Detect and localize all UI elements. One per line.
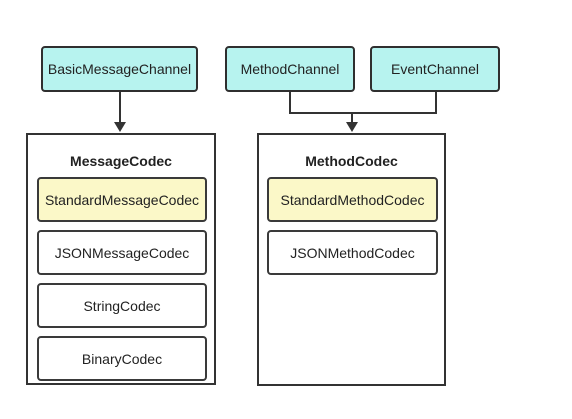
basic-message-channel-label: BasicMessageChannel (47, 61, 192, 77)
codec-item-standard-method: StandardMethodCodec (267, 177, 438, 222)
codec-item-label: StandardMethodCodec (280, 191, 425, 208)
codec-item-string: StringCodec (37, 283, 207, 328)
codec-item-label: StandardMessageCodec (44, 191, 200, 208)
arrowhead-methodcodec (346, 122, 358, 132)
connector-method-event (289, 92, 437, 114)
method-codec-container: MethodCodec StandardMethodCodec JSONMeth… (257, 133, 446, 386)
codec-item-json-method: JSONMethodCodec (267, 230, 438, 275)
method-codec-title: MethodCodec (305, 153, 398, 169)
method-channel-label: MethodChannel (240, 61, 340, 77)
codec-item-json-message: JSONMessageCodec (37, 230, 207, 275)
codec-item-label: JSONMethodCodec (290, 244, 415, 261)
message-codec-container: MessageCodec StandardMessageCodec JSONMe… (26, 133, 216, 385)
arrowhead-messagecodec (114, 122, 126, 132)
codec-item-label: StringCodec (83, 297, 161, 314)
codec-item-binary: BinaryCodec (37, 336, 207, 381)
message-codec-title: MessageCodec (70, 153, 172, 169)
codec-item-standard-message: StandardMessageCodec (37, 177, 207, 222)
event-channel-box: EventChannel (370, 46, 500, 92)
event-channel-label: EventChannel (391, 61, 479, 77)
codec-item-label: BinaryCodec (81, 350, 163, 367)
basic-message-channel-box: BasicMessageChannel (41, 46, 198, 92)
codec-item-label: JSONMessageCodec (54, 244, 190, 261)
method-channel-box: MethodChannel (225, 46, 355, 92)
